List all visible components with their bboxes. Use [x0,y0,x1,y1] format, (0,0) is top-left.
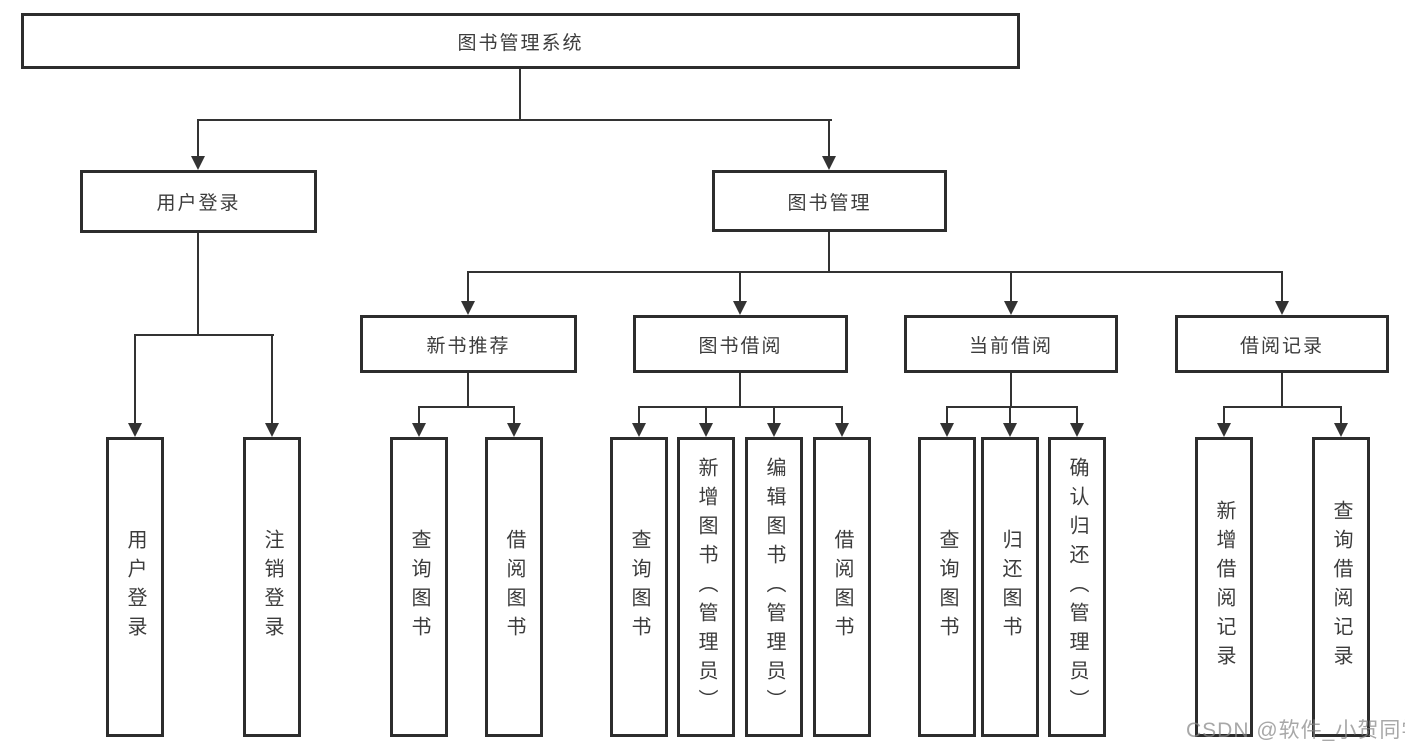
connector-book-management-stem [828,232,830,273]
connector-leaf-stem [946,406,948,424]
connector-records-stem [1281,373,1283,408]
arrowhead-icon [733,301,747,315]
leaf-recommend-borrow-books: 借阅图书 [485,437,543,737]
arrowhead-icon [1004,301,1018,315]
arrowhead-icon [1003,423,1017,437]
leaf-logout: 注销登录 [243,437,301,737]
node-label: 用户登录 [156,193,241,214]
connector-borrowing-stem [739,373,741,408]
node-label: 图书管理系统 [457,32,584,54]
node-label: 图书管理 [787,192,872,214]
leaf-label: 新增借阅记录 [1213,500,1235,674]
leaf-borrow-query-books: 查询图书 [610,437,668,737]
arrowhead-icon [1217,423,1231,437]
leaf-label: 编辑图书（管理员） [763,456,785,718]
node-current-borrowing: 当前借阅 [904,315,1118,373]
connector-to-current-borrowing [1010,271,1012,303]
node-book-borrowing: 图书借阅 [633,315,848,373]
arrowhead-icon [835,423,849,437]
arrowhead-icon [632,423,646,437]
arrowhead-icon [191,156,205,170]
node-user-login: 用户登录 [80,170,317,233]
leaf-current-confirm-return: 确认归还（管理员） [1048,437,1106,737]
leaf-label: 用户登录 [124,529,146,645]
connector-to-new-book-recommend [467,271,469,303]
leaf-recommend-query-books: 查询图书 [390,437,448,737]
leaf-label: 注销登录 [261,529,283,645]
csdn-watermark: CSDN @软件_小贺同学 [1186,719,1405,742]
leaf-label: 查询借阅记录 [1330,500,1352,674]
connector-current-rail [946,406,1078,408]
leaf-label: 查询图书 [408,529,430,645]
node-label: 当前借阅 [968,335,1053,357]
leaf-borrow-borrow-books: 借阅图书 [813,437,871,737]
leaf-label: 归还图书 [999,529,1021,645]
leaf-user-login: 用户登录 [106,437,164,737]
leaf-label: 新增图书（管理员） [695,456,717,718]
connector-to-leaf-logout [271,334,273,424]
node-new-book-recommend: 新书推荐 [360,315,577,373]
arrowhead-icon [412,423,426,437]
connector-to-book-borrowing [739,271,741,303]
leaf-current-query-books: 查询图书 [918,437,976,737]
leaf-record-query: 查询借阅记录 [1312,437,1370,737]
leaf-borrow-edit-books: 编辑图书（管理员） [745,437,803,737]
connector-borrowing-rail [638,406,843,408]
connector-recommend-rail [418,406,515,408]
arrowhead-icon [699,423,713,437]
leaf-record-add: 新增借阅记录 [1195,437,1253,737]
connector-to-user-login [197,119,199,158]
connector-leaf-stem [705,406,707,424]
connector-leaf-stem [1340,406,1342,424]
connector-current-stem [1010,373,1012,408]
connector-user-login-rail [134,334,274,336]
connector-to-borrowing-records [1281,271,1283,303]
arrowhead-icon [940,423,954,437]
arrowhead-icon [128,423,142,437]
connector-leaf-stem [1223,406,1225,424]
node-label: 新书推荐 [426,335,511,357]
leaf-borrow-add-books: 新增图书（管理员） [677,437,735,737]
arrowhead-icon [1070,423,1084,437]
node-library-management-system: 图书管理系统 [21,13,1020,69]
node-borrowing-records: 借阅记录 [1175,315,1389,373]
arrowhead-icon [1275,301,1289,315]
connector-recommend-stem [467,373,469,408]
connector-records-rail [1223,406,1342,408]
connector-leaf-stem [638,406,640,424]
arrowhead-icon [461,301,475,315]
node-label: 借阅记录 [1239,335,1324,357]
connector-leaf-stem [513,406,515,424]
connector-root-rail [197,119,832,121]
leaf-label: 借阅图书 [503,529,525,645]
node-book-management: 图书管理 [712,170,947,232]
connector-user-login-stem [197,233,199,336]
leaf-label: 查询图书 [936,529,958,645]
leaf-current-return-books: 归还图书 [981,437,1039,737]
arrowhead-icon [507,423,521,437]
connector-to-book-management [828,119,830,158]
arrowhead-icon [1334,423,1348,437]
connector-root-stem [519,69,521,121]
arrowhead-icon [265,423,279,437]
leaf-label: 确认归还（管理员） [1066,456,1088,718]
arrowhead-icon [822,156,836,170]
leaf-label: 查询图书 [628,529,650,645]
leaf-label: 借阅图书 [831,529,853,645]
connector-leaf-stem [773,406,775,424]
arrowhead-icon [767,423,781,437]
connector-leaf-stem [841,406,843,424]
connector-to-leaf-user-login [134,334,136,424]
connector-leaf-stem [418,406,420,424]
connector-book-management-rail [467,271,1283,273]
node-label: 图书借阅 [698,335,783,357]
connector-leaf-stem [1009,406,1011,424]
connector-leaf-stem [1076,406,1078,424]
